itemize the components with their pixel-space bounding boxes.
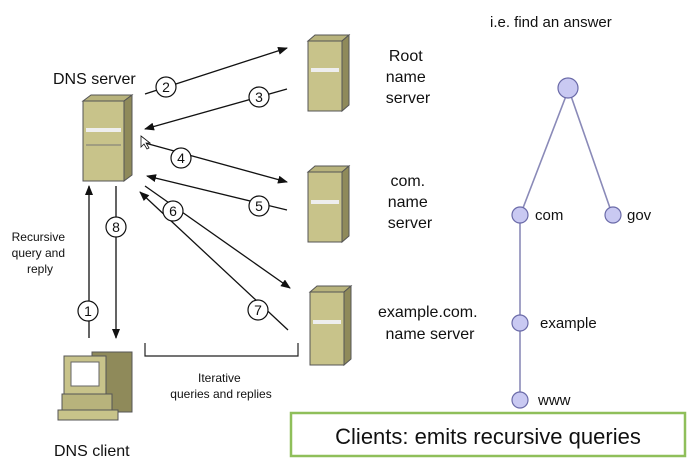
com-server-label: com. name server: [388, 173, 433, 232]
step-5-marker: 5: [248, 195, 270, 217]
svg-text:4: 4: [177, 150, 185, 166]
dns-server-icon: [81, 94, 134, 182]
tree-nodes: [511, 77, 622, 409]
svg-text:5: 5: [255, 198, 263, 214]
tree-com-node: [511, 206, 529, 224]
step-7-marker: 7: [247, 299, 269, 321]
arrow-4: [144, 142, 288, 184]
svg-text:1: 1: [84, 303, 92, 319]
header-note: i.e. find an answer: [490, 14, 612, 31]
dns-server-label: DNS server: [53, 71, 136, 88]
com-server-icon: [306, 164, 351, 244]
step-markers: 1 2 3 4 5 6 7 8: [77, 76, 270, 322]
tree-www-label: www: [537, 392, 571, 409]
example-server-label: example.com. name server: [378, 304, 482, 343]
step-8-marker: 8: [105, 216, 127, 238]
svg-text:7: 7: [254, 302, 262, 318]
svg-text:6: 6: [169, 203, 177, 219]
dns-client-label: DNS client: [54, 443, 130, 460]
caption-box: [289, 411, 687, 458]
tree-www-node: [511, 391, 529, 409]
tree-gov-label: gov: [627, 207, 652, 224]
tree-root-node: [557, 77, 579, 99]
svg-text:2: 2: [162, 79, 170, 95]
tree-example-label: example: [540, 315, 597, 332]
example-server-icon: [308, 284, 353, 367]
step-4-marker: 4: [170, 147, 192, 169]
iterative-label: Iterative queries and replies: [170, 371, 271, 401]
dns-client-icon: [57, 351, 133, 421]
iterative-bracket: [144, 343, 299, 357]
tree-edges: [519, 95, 611, 393]
tree-com-label: com: [535, 207, 563, 224]
step-2-marker: 2: [155, 76, 177, 98]
step-1-marker: 1: [77, 300, 99, 322]
caption-text: Clients: emits recursive queries: [335, 424, 641, 449]
root-server-label: Root name server: [386, 48, 431, 107]
tree-gov-node: [604, 206, 622, 224]
step-3-marker: 3: [248, 86, 270, 108]
cursor-icon: [140, 135, 152, 150]
root-server-icon: [306, 33, 351, 113]
svg-text:8: 8: [112, 219, 120, 235]
svg-text:3: 3: [255, 89, 263, 105]
recursive-label: Recursive query and reply: [12, 230, 69, 276]
step-6-marker: 6: [162, 200, 184, 222]
tree-example-node: [511, 314, 529, 332]
